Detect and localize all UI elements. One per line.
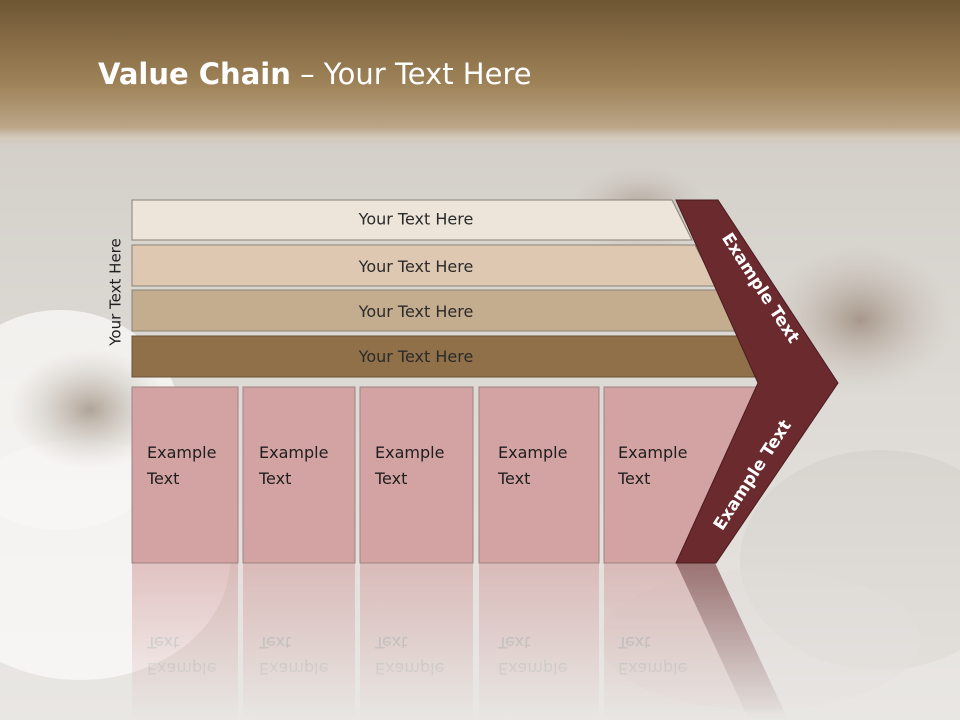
reflection-text: Example [147, 659, 216, 678]
band-label: Your Text Here [358, 257, 474, 276]
band-3: Your Text Here [131, 289, 740, 332]
column-shape [478, 386, 600, 564]
column-text-line2: Text [146, 469, 179, 488]
reflection-text: Example [259, 659, 328, 678]
chevron-shape [675, 199, 839, 564]
column-1: Example Text [131, 386, 239, 564]
reflection-column [360, 563, 473, 720]
band-label: Your Text Here [358, 347, 474, 366]
column-text-line1: Example [618, 443, 687, 462]
band-label: Your Text Here [358, 210, 474, 229]
band-2: Your Text Here [131, 244, 717, 287]
reflection-text: Example [498, 659, 567, 678]
column-text-line2: Text [258, 469, 291, 488]
column-text-line1: Example [498, 443, 567, 462]
reflection-column [243, 563, 355, 720]
reflection-column [132, 563, 238, 720]
slide-title-rest: – Your Text Here [290, 57, 532, 91]
column-shape [131, 386, 239, 564]
band-label: Your Text Here [358, 302, 474, 321]
reflection-text: Text [617, 633, 650, 652]
column-4: Example Text [478, 386, 600, 564]
reflection-columns [132, 563, 752, 720]
reflection-column [479, 563, 599, 720]
column-shape [359, 386, 474, 564]
reflection-text: Text [146, 633, 179, 652]
chevron-arrow: Example Text Example Text [675, 199, 839, 564]
column-2: Example Text [242, 386, 356, 564]
slide-title: Value Chain – Your Text Here [98, 54, 532, 94]
band-1: Your Text Here [131, 199, 693, 241]
band-4: Your Text Here [131, 335, 763, 378]
column-text-line2: Text [497, 469, 530, 488]
reflection-text: Text [497, 633, 530, 652]
column-3: Example Text [359, 386, 474, 564]
column-shape [242, 386, 356, 564]
reflection-text: Text [374, 633, 407, 652]
reflection-text: Example [375, 659, 444, 678]
reflection-text: Example [618, 659, 687, 678]
reflection-text: Text [258, 633, 291, 652]
column-text-line1: Example [147, 443, 216, 462]
slide-title-bold: Value Chain [98, 57, 291, 91]
column-text-line2: Text [374, 469, 407, 488]
reflection-column [604, 563, 752, 720]
reflection-chevron [676, 563, 789, 720]
band-shape [131, 199, 693, 241]
column-text-line1: Example [259, 443, 328, 462]
column-text-line1: Example [375, 443, 444, 462]
column-text-line2: Text [617, 469, 650, 488]
